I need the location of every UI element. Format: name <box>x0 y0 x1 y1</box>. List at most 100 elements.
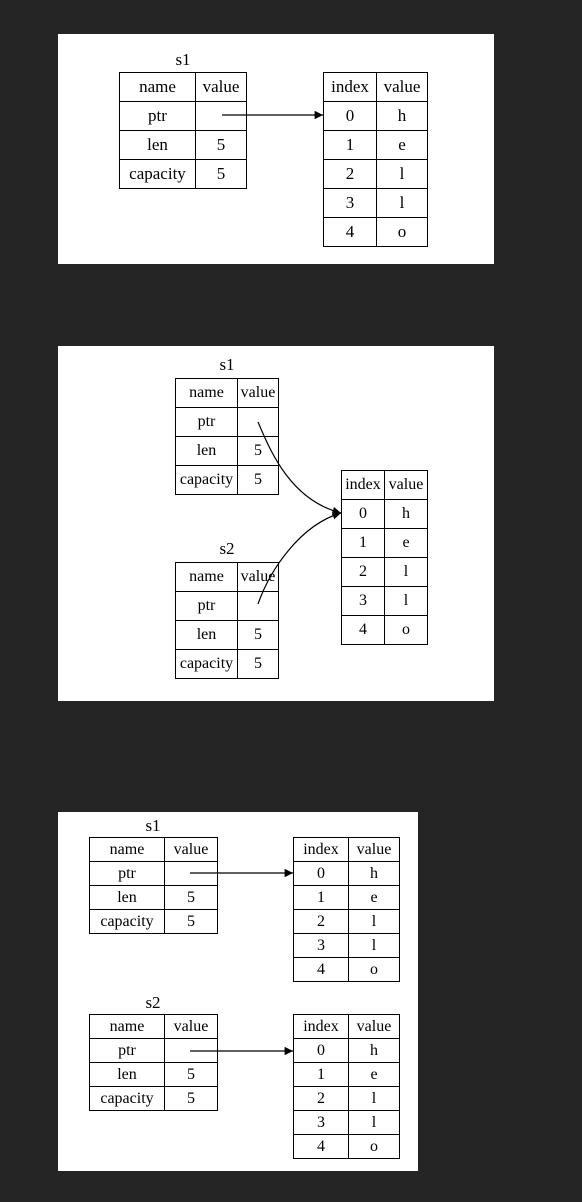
s1-label: s1 <box>145 816 161 835</box>
char-cell: e <box>348 1062 400 1087</box>
field-value <box>237 591 279 621</box>
header-value: value <box>195 72 247 102</box>
index-cell: 0 <box>341 499 385 529</box>
index-cell: 2 <box>293 909 349 934</box>
index-cell: 3 <box>293 933 349 958</box>
table-header-row: name value <box>89 837 218 862</box>
char-cell: h <box>376 101 428 131</box>
char-cell: l <box>348 909 400 934</box>
header-name: name <box>89 1014 165 1039</box>
field-value: 5 <box>237 649 279 679</box>
index-cell: 0 <box>293 861 349 886</box>
table-header-row: name value <box>175 562 279 592</box>
index-cell: 4 <box>293 957 349 982</box>
header-value: value <box>164 837 218 862</box>
field-name: ptr <box>175 591 238 621</box>
field-value <box>164 861 218 886</box>
header-index: index <box>293 837 349 862</box>
field-value: 5 <box>164 885 218 910</box>
char-cell: h <box>348 861 400 886</box>
field-value: 5 <box>164 909 218 934</box>
char-cell: l <box>348 1086 400 1111</box>
char-cell: h <box>348 1038 400 1063</box>
field-name: ptr <box>175 407 238 437</box>
field-value: 5 <box>237 620 279 650</box>
header-value: value <box>376 72 428 102</box>
field-value <box>164 1038 218 1063</box>
header-value: value <box>348 837 400 862</box>
index-cell: 2 <box>323 159 377 189</box>
field-value: 5 <box>237 436 279 466</box>
header-index: index <box>323 72 377 102</box>
field-name: len <box>119 130 196 160</box>
field-value: 5 <box>195 130 247 160</box>
char-cell: l <box>384 586 428 616</box>
header-value: value <box>164 1014 218 1039</box>
field-name: len <box>89 1062 165 1087</box>
char-cell: e <box>348 885 400 910</box>
char-cell: l <box>376 159 428 189</box>
table-row: ptr <box>89 1038 218 1063</box>
s2-label: s2 <box>145 993 161 1012</box>
index-cell: 2 <box>341 557 385 587</box>
s1-stack-table: name value ptr len 5 capacity 5 <box>119 72 247 189</box>
header-value: value <box>384 470 428 500</box>
char-cell: l <box>376 188 428 218</box>
char-cell: l <box>348 933 400 958</box>
table-header-row: index value <box>293 837 400 862</box>
s1-label: s1 <box>175 50 191 69</box>
char-cell: e <box>376 130 428 160</box>
header-name: name <box>89 837 165 862</box>
index-cell: 0 <box>293 1038 349 1063</box>
table-row: len 5 <box>119 130 247 160</box>
field-value <box>195 101 247 131</box>
field-name: capacity <box>89 1086 165 1111</box>
header-value: value <box>237 378 279 408</box>
field-name: ptr <box>89 1038 165 1063</box>
field-name: capacity <box>119 159 196 189</box>
field-name: capacity <box>175 465 238 495</box>
index-cell: 3 <box>341 586 385 616</box>
header-name: name <box>119 72 196 102</box>
table-row: ptr <box>175 407 279 437</box>
header-index: index <box>341 470 385 500</box>
header-value: value <box>348 1014 400 1039</box>
index-cell: 0 <box>323 101 377 131</box>
field-name: len <box>175 620 238 650</box>
char-cell: h <box>384 499 428 529</box>
index-cell: 1 <box>293 885 349 910</box>
s1-label: s1 <box>219 355 235 374</box>
field-value: 5 <box>164 1086 218 1111</box>
header-name: name <box>175 562 238 592</box>
index-cell: 1 <box>323 130 377 160</box>
index-cell: 2 <box>293 1086 349 1111</box>
field-name: ptr <box>89 861 165 886</box>
